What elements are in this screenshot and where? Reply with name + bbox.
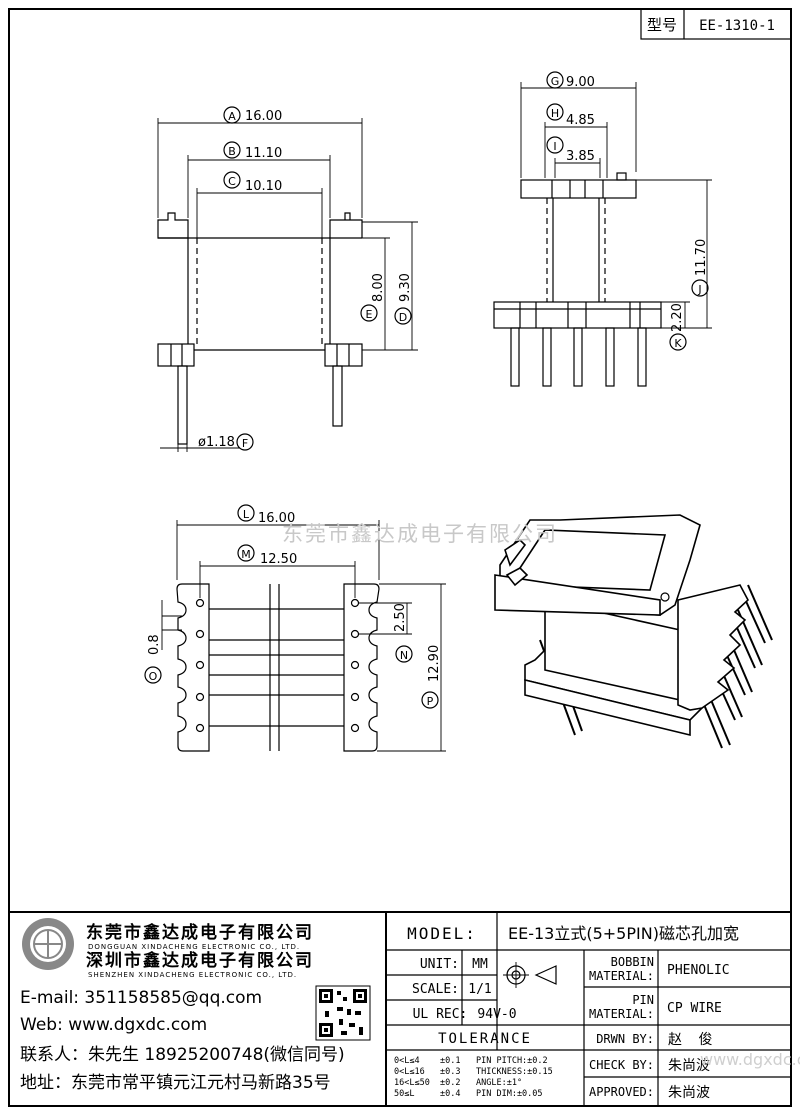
dimension-labels: A 16.00 B 11.10 C 10.10 E 8.00 D 9.30 ø1… [144, 71, 709, 709]
svg-text:K: K [674, 337, 682, 350]
dim-j-value: 11.70 [694, 239, 709, 276]
dim-l-value: 16.00 [258, 511, 295, 526]
scale-label: SCALE: [412, 982, 459, 997]
svg-text:±0.3: ±0.3 [440, 1067, 460, 1077]
svg-text:A: A [228, 110, 236, 123]
dim-d-value: 9.30 [398, 273, 413, 302]
ulrec-label: UL REC: [413, 1007, 468, 1022]
header-label: 型号 [647, 16, 677, 34]
bobbin-material-value: PHENOLIC [667, 963, 730, 978]
dim-o-value: 0.8 [147, 634, 162, 655]
company-name-cn: 东莞市鑫达成电子有限公司 [86, 922, 314, 943]
svg-text:B: B [228, 145, 236, 158]
company-address: 地址：东莞市常平镇元江元村马新路35号 [20, 1073, 331, 1093]
dim-m-value: 12.50 [260, 552, 297, 567]
ulrec-value: 94V-0 [477, 1007, 516, 1022]
pin-material-value: CP WIRE [667, 1001, 722, 1016]
svg-text:H: H [551, 107, 559, 120]
svg-text:0<L≤16: 0<L≤16 [394, 1067, 425, 1077]
bobbin-label-2: MATERIAL: [589, 969, 654, 983]
branch-name-cn: 深圳市鑫达成电子有限公司 [86, 950, 314, 971]
dim-a-value: 16.00 [245, 109, 282, 124]
dim-n-value: 2.50 [393, 603, 408, 632]
scale-value: 1/1 [468, 982, 491, 997]
projection-symbol [503, 962, 557, 988]
dim-p-value: 12.90 [427, 645, 442, 682]
svg-text:D: D [399, 311, 407, 324]
svg-text:0<L≤4: 0<L≤4 [394, 1056, 420, 1066]
check-by-label: CHECK BY: [589, 1058, 654, 1072]
approved-value: 朱尚波 [668, 1085, 710, 1101]
company-name-en: DONGGUAN XINDACHENG ELECTRONIC CO., LTD. [88, 943, 300, 951]
bottom-view [161, 520, 446, 752]
svg-text:I: I [553, 140, 556, 153]
drawn-by-value: 赵 俊 [668, 1032, 718, 1048]
company-logo [22, 918, 74, 970]
svg-text:L: L [243, 508, 250, 521]
isometric-view [494, 514, 773, 749]
company-web: Web: www.dgxdc.com [20, 1015, 207, 1035]
bobbin-label-1: BOBBIN [611, 955, 654, 969]
header-model-number: EE-1310-1 [699, 18, 775, 34]
svg-text:±0.1: ±0.1 [440, 1056, 460, 1066]
dim-f-value: ø1.18 [198, 435, 235, 450]
dim-h-value: 4.85 [566, 113, 595, 128]
model-header-box: 型号 EE-1310-1 [640, 8, 792, 40]
dim-b-value: 11.10 [245, 146, 282, 161]
svg-text:O: O [149, 670, 158, 683]
unit-value: MM [472, 957, 488, 972]
side-view [493, 82, 712, 387]
sheet-border [8, 8, 792, 1107]
svg-text:16<L≤50: 16<L≤50 [394, 1078, 430, 1088]
pin-label-2: MATERIAL: [589, 1007, 654, 1021]
svg-text:N: N [400, 649, 408, 662]
svg-text:C: C [228, 175, 236, 188]
title-block: 东莞市鑫达成电子有限公司 DONGGUAN XINDACHENG ELECTRO… [9, 911, 800, 1106]
svg-text:±0.2: ±0.2 [440, 1078, 460, 1088]
branch-name-en: SHENZHEN XINDACHENG ELECTRONIC CO., LTD. [88, 971, 297, 979]
drawn-by-label: DRWN BY: [596, 1032, 654, 1046]
tolerance-table: 0<L≤4 ±0.1 PIN PITCH:±0.2 0<L≤16 ±0.3 TH… [394, 1056, 553, 1099]
dim-g-value: 9.00 [566, 75, 595, 90]
svg-text:PIN PITCH:±0.2: PIN PITCH:±0.2 [476, 1056, 548, 1066]
watermark: 东莞市鑫达成电子有限公司 [282, 522, 558, 546]
qr-code [315, 985, 371, 1041]
svg-text:G: G [551, 75, 560, 88]
tolerance-label: TOLERANCE [438, 1031, 532, 1047]
dim-i-value: 3.85 [566, 149, 595, 164]
model-value: EE-13立式(5+5PIN)磁芯孔加宽 [508, 924, 739, 943]
svg-text:E: E [366, 308, 373, 321]
model-label: MODEL: [407, 924, 477, 943]
company-contact: 联系人：朱先生 18925200748(微信同号) [20, 1045, 345, 1065]
dim-k-value: 2.20 [670, 303, 685, 332]
svg-text:ANGLE:±1°: ANGLE:±1° [476, 1078, 522, 1088]
pin-label-1: PIN [632, 993, 654, 1007]
svg-text:P: P [427, 695, 434, 708]
company-email: E-mail: 351158585@qq.com [20, 988, 262, 1008]
approved-label: APPROVED: [589, 1085, 654, 1099]
check-by-value: 朱尚波 [668, 1058, 710, 1074]
dim-c-value: 10.10 [245, 179, 282, 194]
dim-e-value: 8.00 [371, 273, 386, 302]
svg-text:J: J [697, 283, 701, 296]
svg-text:PIN DIM:±0.05: PIN DIM:±0.05 [476, 1089, 543, 1099]
front-view [157, 118, 418, 452]
svg-text:THICKNESS:±0.15: THICKNESS:±0.15 [476, 1067, 553, 1077]
svg-text:±0.4: ±0.4 [440, 1089, 460, 1099]
svg-text:M: M [241, 548, 251, 561]
unit-label: UNIT: [420, 957, 459, 972]
svg-text:50≤L: 50≤L [394, 1089, 414, 1099]
watermark-url: www.dgxdc.com [700, 1050, 800, 1069]
svg-text:F: F [242, 437, 248, 450]
